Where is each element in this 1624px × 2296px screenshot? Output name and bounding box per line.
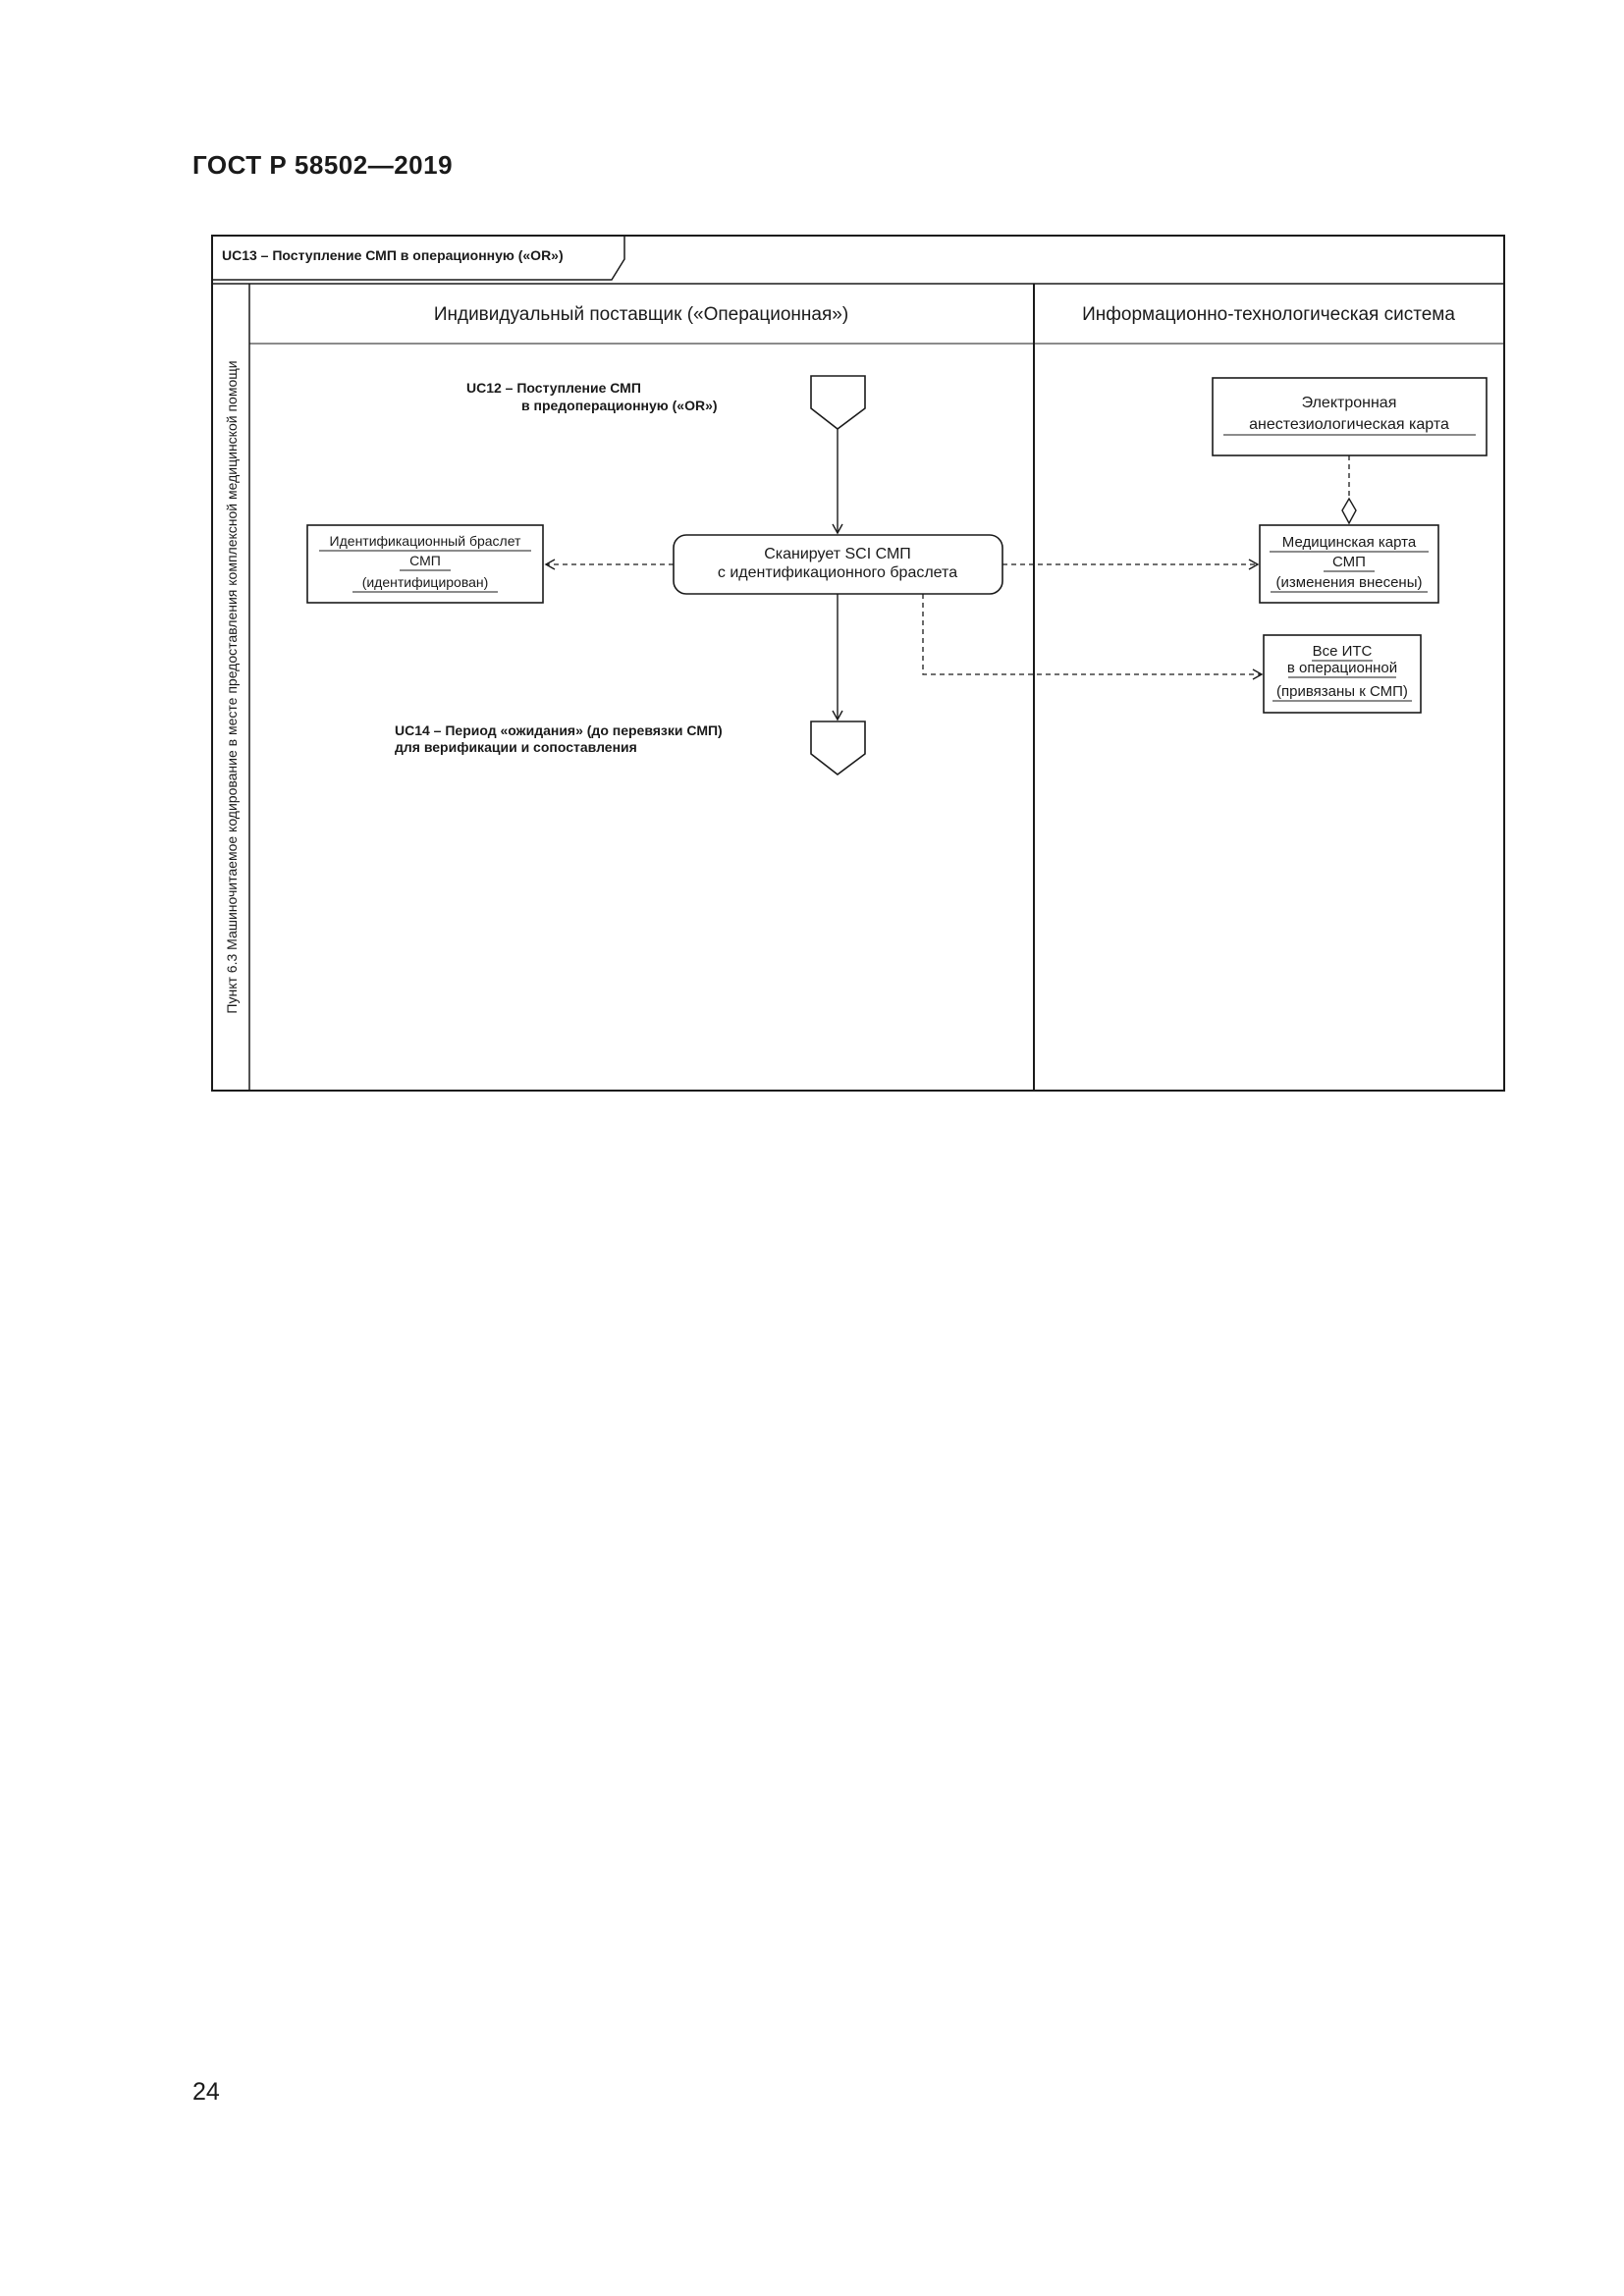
lane-title-its: Информационно-технологическая система <box>1082 304 1455 325</box>
flow-to-all-its <box>922 594 1264 680</box>
start-connector-label-line1: UC12 – Поступление СМП <box>466 380 641 396</box>
page-number: 24 <box>192 2078 220 2106</box>
anesthesia-card-line2: анестезиологическая карта <box>1249 416 1449 433</box>
start-connector <box>810 375 866 431</box>
lane-title-provider: Индивидуальный поставщик («Операционная»… <box>434 304 848 325</box>
frame-title-tab <box>212 236 625 281</box>
scan-activity-line1: Сканирует SCI СМП <box>764 546 911 562</box>
medical-card-line3: (изменения внесены) <box>1276 574 1423 591</box>
start-connector-label-line2: в предоперационную («OR») <box>521 398 718 413</box>
anesthesia-card-line1: Электронная <box>1302 395 1397 411</box>
all-its-line2: в операционной <box>1287 660 1397 676</box>
all-its-line3: (привязаны к СМП) <box>1276 683 1408 700</box>
medical-card-line1: Медицинская карта <box>1282 534 1417 551</box>
all-its-line1: Все ИТС <box>1313 643 1373 660</box>
end-connector-label-line1: UC14 – Период «ожидания» (до перевязки С… <box>395 722 723 738</box>
end-connector <box>810 721 866 776</box>
anesthesia-card-object <box>1212 377 1488 456</box>
diagram-frame <box>211 235 1505 1092</box>
wristband-line1: Идентификационный браслет <box>330 533 521 549</box>
wristband-object <box>306 524 544 604</box>
side-label: Пункт 6.3 Машиночитаемое кодирование в м… <box>224 360 240 1013</box>
medical-card-line2: СМП <box>1332 554 1366 570</box>
end-connector-label-line2: для верификации и сопоставления <box>395 739 637 755</box>
wristband-line3: (идентифицирован) <box>362 574 489 590</box>
scan-activity-line2: с идентификационного браслета <box>718 564 957 581</box>
document-header: ГОСТ Р 58502—2019 <box>192 150 454 180</box>
all-its-object <box>1263 634 1422 714</box>
frame-title: UC13 – Поступление СМП в операционную («… <box>222 247 564 263</box>
composition-diamond <box>1341 497 1357 525</box>
medical-card-object <box>1259 524 1439 604</box>
wristband-line2: СМП <box>409 553 441 568</box>
